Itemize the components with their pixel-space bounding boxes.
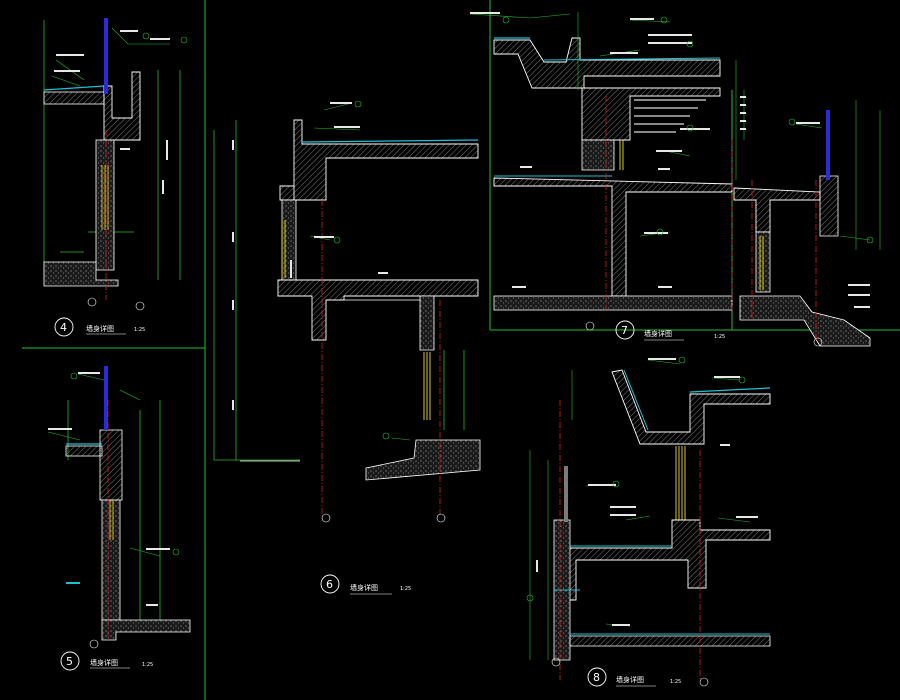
detail-6-section [213,100,481,523]
detail-7-section [469,12,737,331]
detail-5-title: 5 墙身详图 1:25 [60,651,153,671]
detail-6-title: 6 墙身详图 1:25 [320,574,411,595]
detail-4-scale: 1:25 [134,327,145,333]
detail-6-caption: 墙身详图 [350,583,378,592]
detail-5-caption: 墙身详图 [90,658,118,667]
detail-8-scale: 1:25 [670,679,681,685]
detail-4-caption: 墙身详图 [86,324,114,333]
detail-4-number: 4 [60,321,67,334]
detail-4-title: 4 墙身详图 1:25 [54,317,145,337]
detail-6-number: 6 [326,578,333,591]
detail-7-title: 7 墙身详图 1:25 [615,320,725,341]
detail-7-side-section [733,90,881,347]
detail-5-number: 5 [66,655,73,668]
detail-5-section [47,366,191,649]
detail-8-section [526,356,771,687]
detail-6-scale: 1:25 [400,586,411,592]
detail-5-scale: 1:25 [142,662,153,668]
detail-8-title: 8 墙身详图 1:25 [587,667,681,687]
detail-7-number: 7 [621,324,628,337]
detail-4-section [43,18,188,311]
panel-frame [22,0,900,700]
detail-8-number: 8 [593,671,600,684]
detail-7-caption: 墙身详图 [644,329,672,338]
detail-7-scale: 1:25 [714,334,725,340]
detail-8-caption: 墙身详图 [616,675,644,684]
